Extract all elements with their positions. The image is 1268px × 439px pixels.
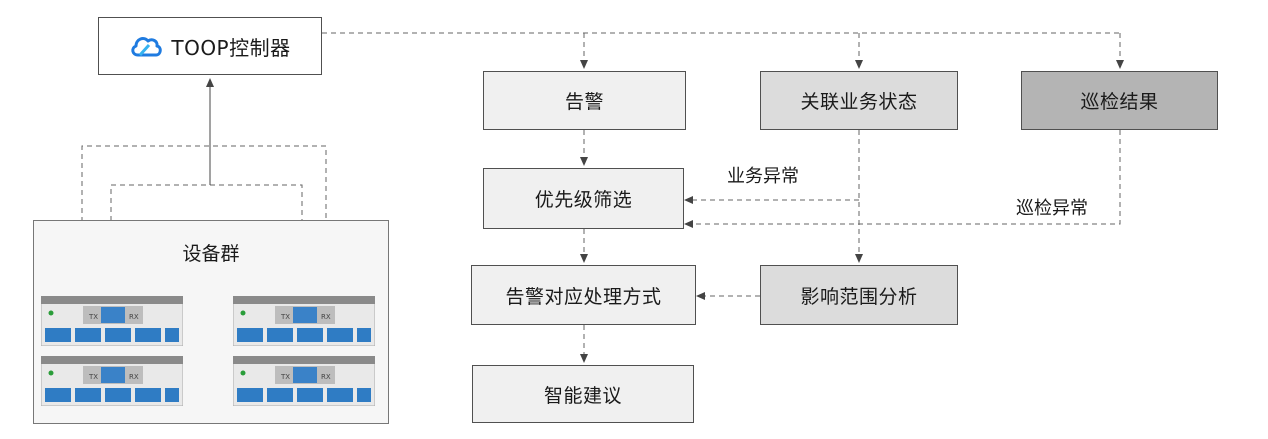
- edge-label-service-anomaly: 业务异常: [727, 166, 799, 187]
- toop-controller: TOOP控制器: [98, 17, 322, 75]
- device-group-label: 设备群: [182, 243, 240, 265]
- device-4: TX RX: [233, 356, 375, 406]
- node-smart-suggestion-label: 智能建议: [543, 384, 622, 407]
- device-3-rx: RX: [321, 313, 331, 321]
- node-alarm: 告警: [483, 71, 686, 130]
- device-1: TX RX: [41, 296, 183, 346]
- node-alarm-label: 告警: [564, 91, 604, 113]
- node-inspection-result-label: 巡检结果: [1080, 91, 1159, 113]
- device-2: TX RX: [41, 356, 183, 406]
- edge-label-inspection-anomaly: 巡检异常: [1016, 198, 1088, 219]
- link-inspection-anomaly: [684, 130, 1121, 228]
- node-alarm-handling: 告警对应处理方式: [471, 265, 696, 325]
- cloud-icon: [131, 37, 163, 57]
- device-1-rx: RX: [129, 313, 139, 321]
- node-priority-filter: 优先级筛选: [483, 168, 684, 229]
- device-4-tx: TX: [280, 373, 290, 381]
- node-alarm-handling-label: 告警对应处理方式: [505, 285, 662, 308]
- device-2-rx: RX: [129, 373, 139, 381]
- device-3: TX RX: [233, 296, 375, 346]
- node-inspection-result: 巡检结果: [1021, 71, 1218, 130]
- controller-label: TOOP控制器: [171, 35, 291, 60]
- node-priority-filter-label: 优先级筛选: [534, 189, 633, 211]
- node-impact-analysis: 影响范围分析: [760, 265, 958, 325]
- device-1-tx: TX: [88, 313, 98, 321]
- device-3-tx: TX: [280, 313, 290, 321]
- node-impact-analysis-label: 影响范围分析: [800, 285, 918, 308]
- node-smart-suggestion: 智能建议: [472, 365, 694, 423]
- node-related-status: 关联业务状态: [760, 71, 958, 130]
- device-4-rx: RX: [321, 373, 331, 381]
- node-related-status-label: 关联业务状态: [800, 91, 918, 113]
- device-2-tx: TX: [88, 373, 98, 381]
